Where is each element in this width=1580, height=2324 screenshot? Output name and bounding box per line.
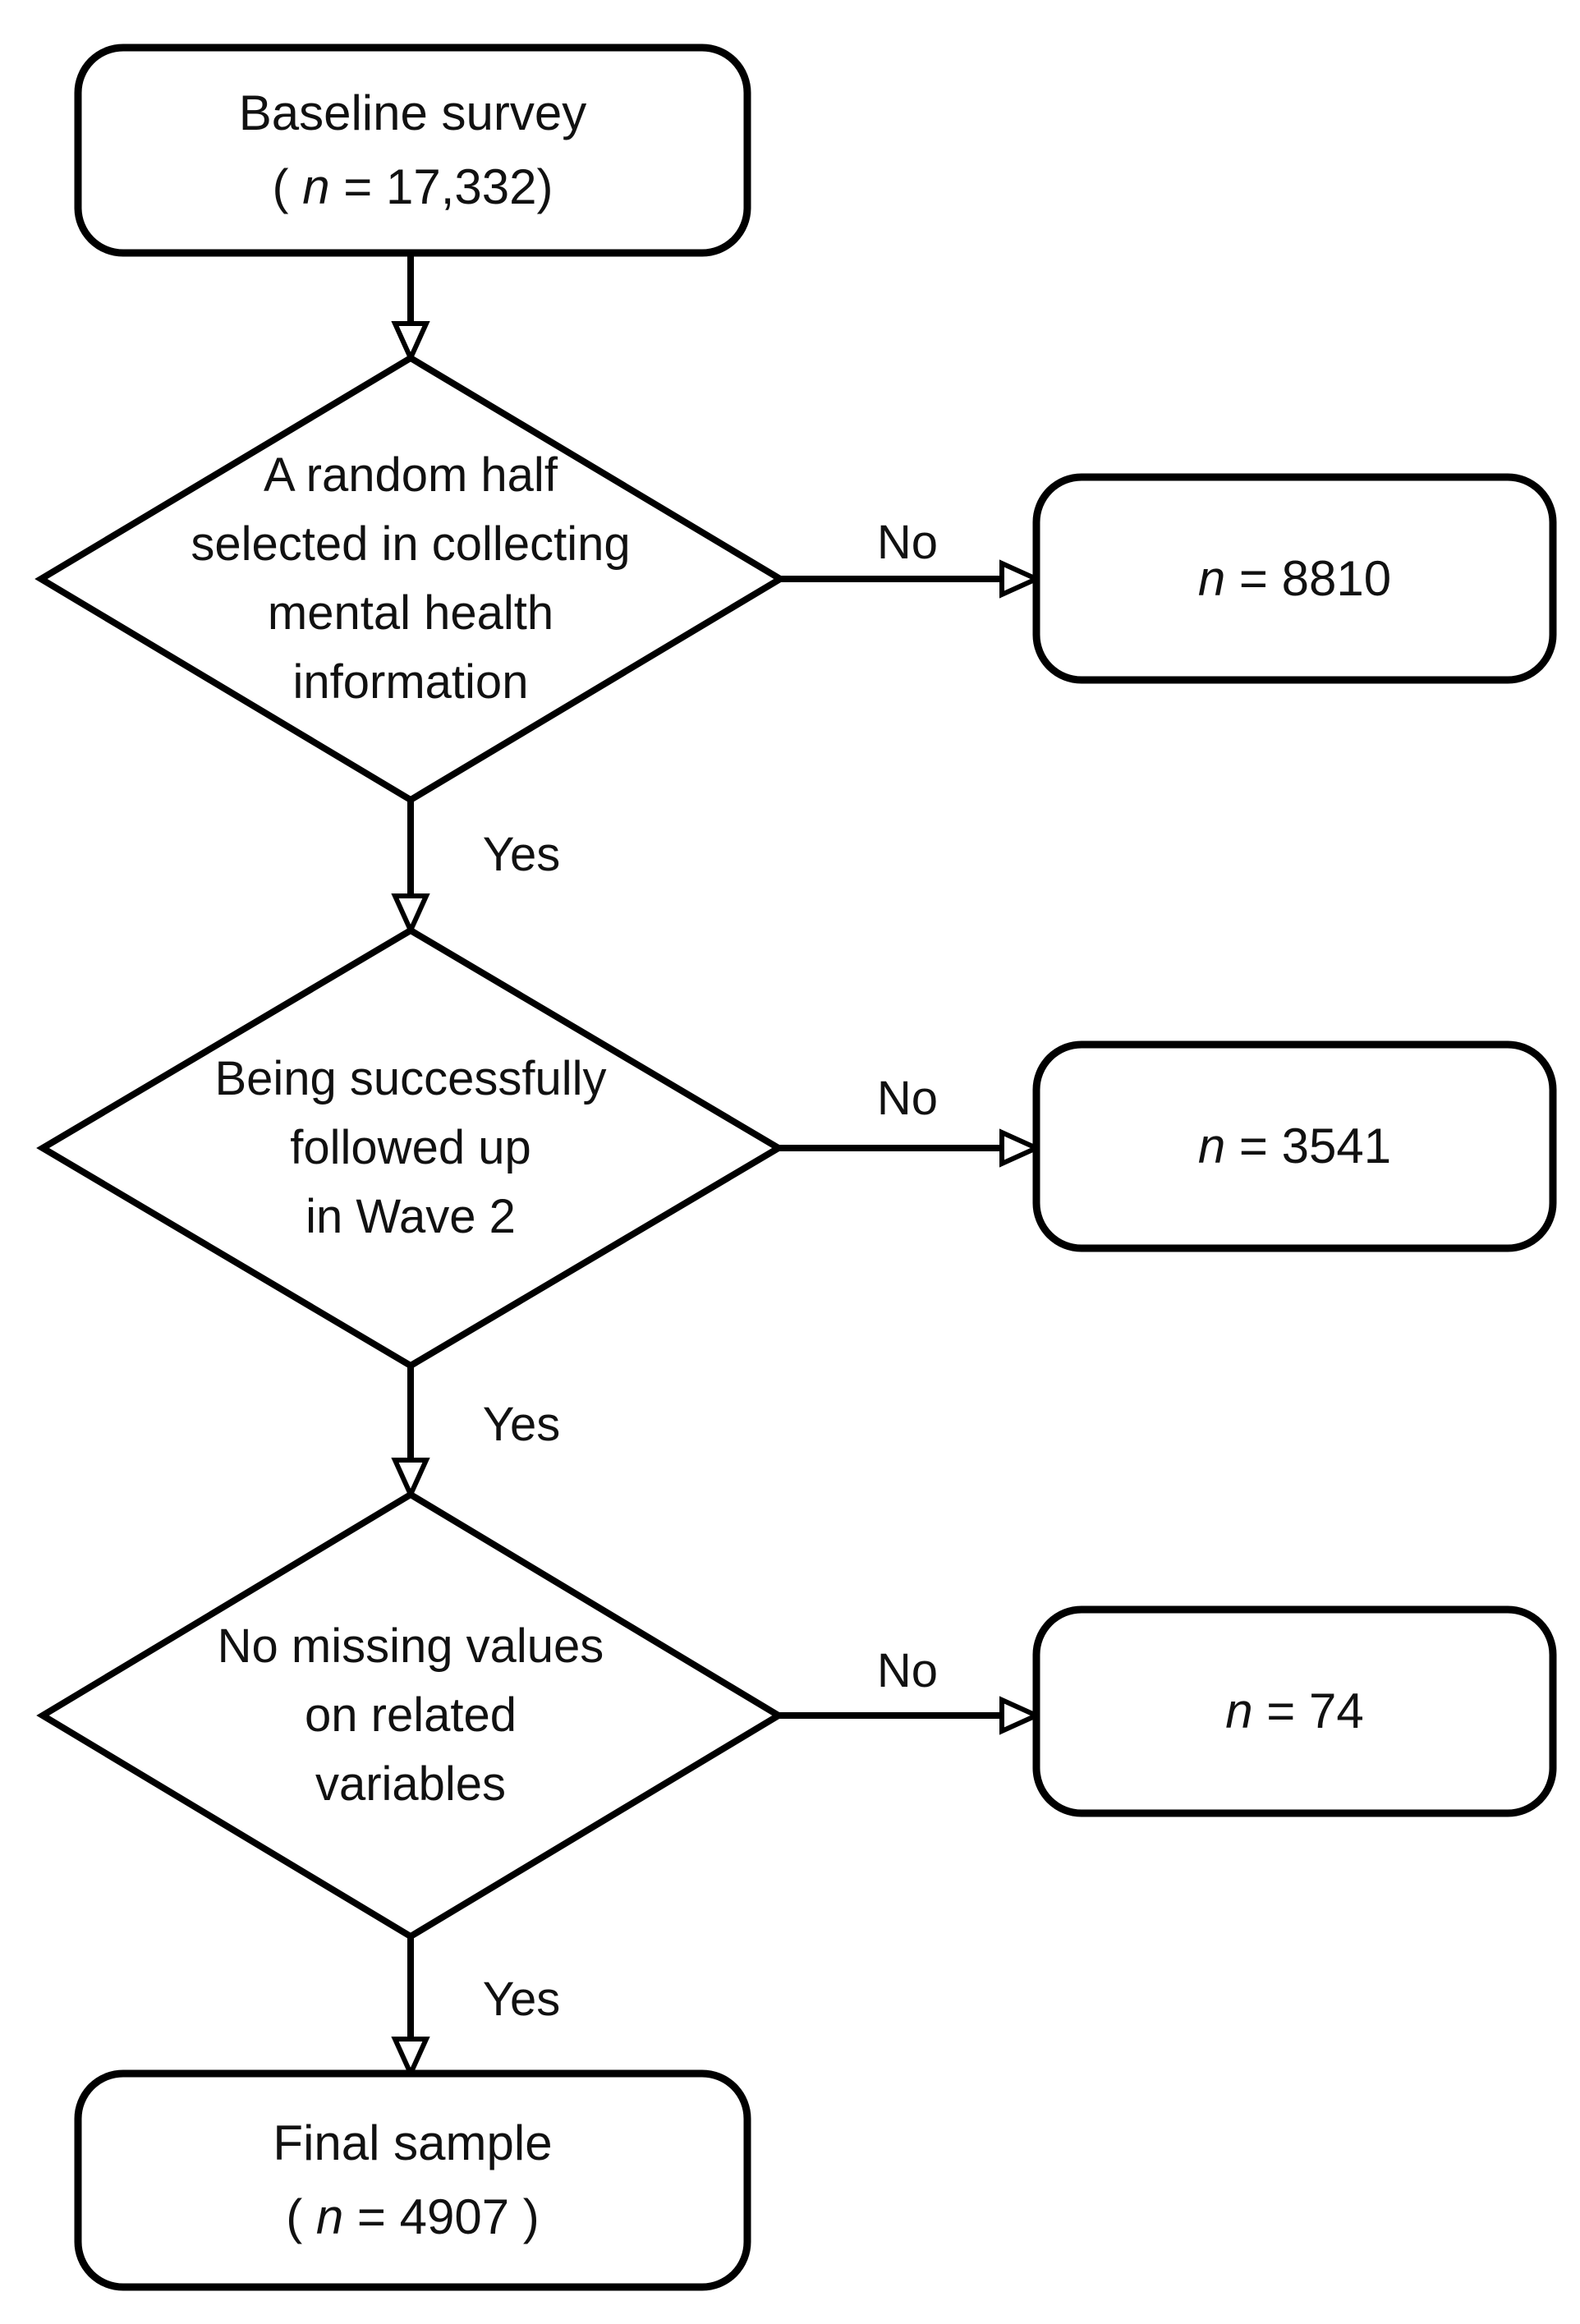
decision3-line: No missing values — [217, 1619, 604, 1673]
decision1-line: A random half — [264, 448, 558, 502]
yes-label-decision3: Yes — [482, 1973, 561, 2026]
final-box: Final sample ( n = 4907 ) — [78, 2074, 747, 2287]
reject1-count: n = 8810 — [1198, 542, 1391, 616]
final-box-count: ( n = 4907 ) — [286, 2180, 540, 2254]
final-box-shape — [74, 2069, 751, 2291]
start-box-count: ( n = 17,332) — [273, 150, 553, 224]
reject3-value: = 74 — [1252, 1683, 1364, 1738]
reject3-box: n = 74 — [1036, 1610, 1553, 1813]
decision2-line: followed up — [290, 1121, 531, 1174]
decision1-line: selected in collecting — [191, 517, 631, 571]
arrowhead-right-reject3 — [999, 1696, 1043, 1735]
arrowhead-down-decision1 — [391, 321, 430, 365]
reject1-value: = 8810 — [1225, 550, 1392, 606]
final-count-n-symbol: n — [315, 2189, 344, 2244]
reject2-value: = 3541 — [1225, 1118, 1392, 1173]
reject3-n-symbol: n — [1225, 1683, 1253, 1738]
no-label-decision2: No — [876, 1072, 939, 1125]
start-box: Baseline survey ( n = 17,332) — [78, 48, 747, 253]
start-count-prefix: ( — [272, 159, 303, 214]
final-count-value: = 4907 ) — [343, 2189, 540, 2244]
start-box-shape — [74, 44, 751, 257]
decision1-diamond-shape — [34, 354, 787, 804]
arrowhead-right-reject2 — [999, 1128, 1043, 1168]
decision1-line: mental health — [267, 586, 554, 640]
arrowhead-down-final — [391, 2037, 430, 2080]
decision3-diamond: No missing values on related variables — [43, 1495, 779, 1936]
start-count-n-symbol: n — [302, 159, 330, 214]
reject2-count: n = 3541 — [1198, 1109, 1391, 1183]
decision1-diamond: A random half selected in collecting men… — [41, 358, 780, 800]
decision3-line: on related — [305, 1688, 517, 1742]
reject1-n-symbol: n — [1197, 550, 1226, 606]
decision3-line: variables — [315, 1757, 507, 1811]
decision2-diamond: Being successfully followed up in Wave 2 — [43, 930, 779, 1366]
decision3-diamond-shape — [36, 1490, 785, 1940]
final-box-title: Final sample — [273, 2115, 553, 2170]
final-count-prefix: ( — [286, 2189, 316, 2244]
arrowhead-down-decision2 — [391, 893, 430, 937]
decision2-line: in Wave 2 — [305, 1190, 516, 1243]
arrowhead-right-reject1 — [999, 559, 1043, 599]
decision2-line: Being successfully — [214, 1052, 607, 1105]
start-count-value: = 17,332) — [329, 159, 553, 214]
reject1-box: n = 8810 — [1036, 477, 1553, 680]
decision1-line: information — [292, 655, 529, 709]
reject3-count: n = 74 — [1225, 1674, 1364, 1748]
yes-label-decision2: Yes — [482, 1398, 561, 1451]
reject2-n-symbol: n — [1197, 1118, 1226, 1173]
decision2-diamond-shape — [36, 926, 785, 1370]
reject2-box: n = 3541 — [1036, 1045, 1553, 1248]
no-label-decision3: No — [876, 1644, 939, 1697]
reject1-box-shape — [1032, 473, 1557, 684]
reject3-box-shape — [1032, 1605, 1557, 1817]
yes-label-decision1: Yes — [482, 828, 561, 881]
no-label-decision1: No — [876, 516, 939, 569]
start-box-title: Baseline survey — [238, 85, 587, 140]
arrowhead-down-decision3 — [391, 1458, 430, 1501]
reject2-box-shape — [1032, 1040, 1557, 1252]
